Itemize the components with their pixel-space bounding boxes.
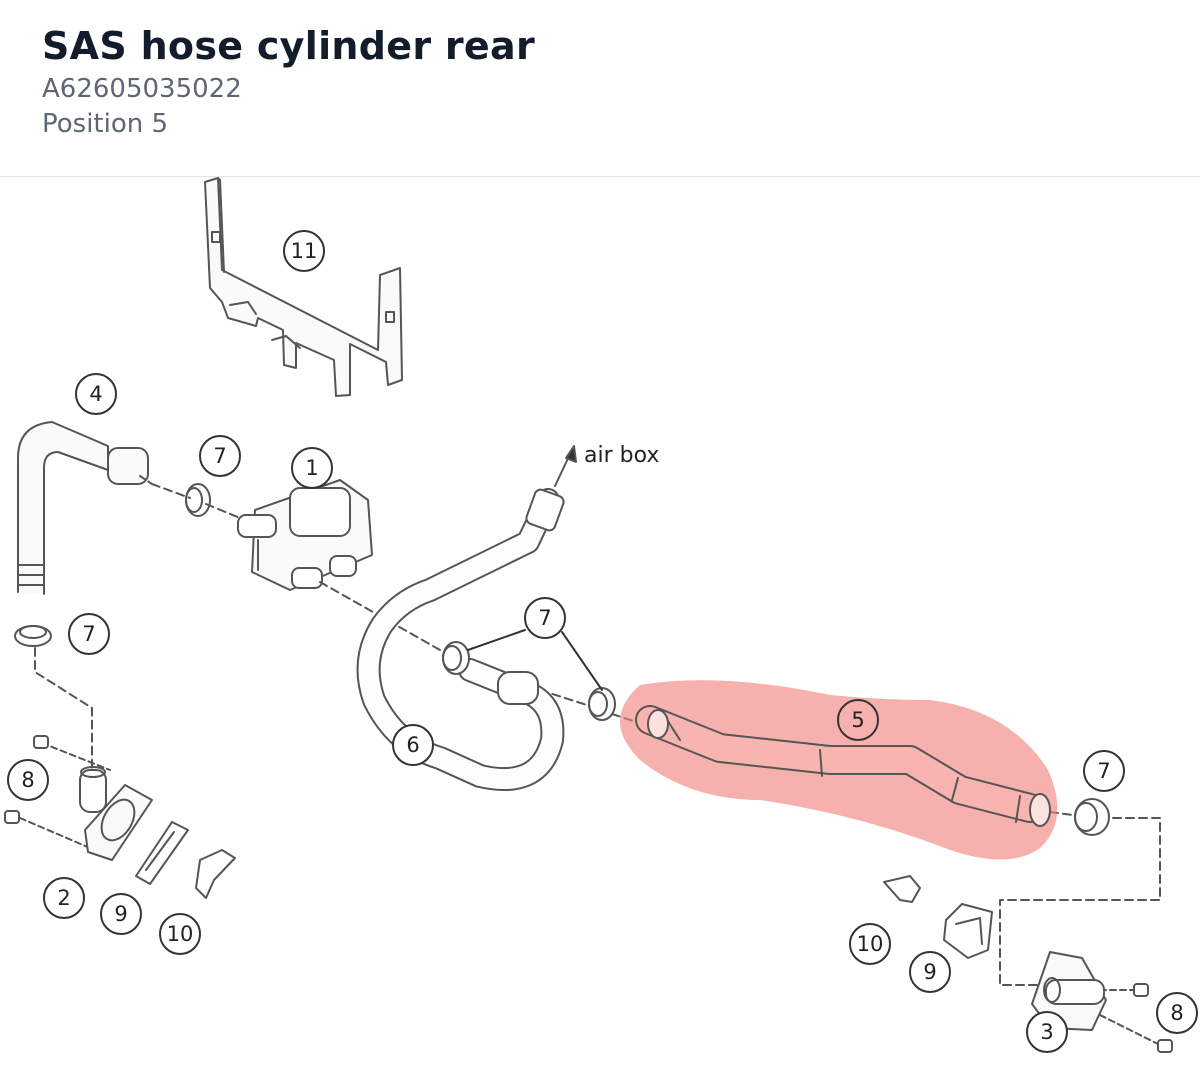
hose-clamp-part-7b[interactable] — [14, 625, 52, 647]
elbow-hose-part-4[interactable] — [17, 421, 153, 595]
callout-9-left[interactable]: 9 — [114, 902, 127, 926]
callout-10-right[interactable]: 10 — [857, 932, 884, 956]
callout-8-left[interactable]: 8 — [21, 768, 34, 792]
air-box-label: air box — [584, 443, 659, 468]
callout-7-middle[interactable]: 7 — [538, 606, 551, 630]
hose-clamp-part-7e[interactable] — [1074, 798, 1110, 836]
callout-8-right[interactable]: 8 — [1170, 1001, 1183, 1025]
hose-clamp-part-7d[interactable] — [588, 687, 616, 721]
callout-10-left[interactable]: 10 — [167, 922, 194, 946]
callout-5[interactable]: 5 — [851, 708, 864, 732]
page-header: SAS hose cylinder rear A62605035022 Posi… — [0, 0, 1200, 177]
bolt-part-8a[interactable] — [4, 735, 49, 824]
sas-hose-part-5-highlight[interactable] — [620, 680, 1058, 860]
reed-valve-part-10b[interactable] — [883, 875, 921, 903]
hose-clamp-part-7a[interactable] — [185, 483, 211, 517]
callout-7-upper[interactable]: 7 — [213, 444, 226, 468]
reed-valve-cover-part-3[interactable] — [1031, 951, 1107, 1031]
bracket-part-11[interactable] — [204, 177, 403, 397]
callout-1[interactable]: 1 — [305, 456, 318, 480]
hose-clamp-part-7c[interactable] — [442, 641, 539, 705]
callout-9-right[interactable]: 9 — [923, 960, 936, 984]
page-title: SAS hose cylinder rear — [42, 24, 535, 68]
callout-6[interactable]: 6 — [406, 733, 419, 757]
callout-3[interactable]: 3 — [1040, 1020, 1053, 1044]
exploded-parts-diagram: 11 4 7 1 7 7 5 7 6 8 2 9 10 10 9 8 3 air… — [0, 177, 1200, 1072]
callout-2[interactable]: 2 — [57, 886, 70, 910]
reed-valve-part-10a[interactable] — [195, 849, 236, 899]
callout-7-right[interactable]: 7 — [1097, 759, 1110, 783]
callout-11[interactable]: 11 — [291, 239, 318, 263]
callout-7-left[interactable]: 7 — [82, 622, 95, 646]
reed-valve-cover-part-2[interactable] — [79, 766, 153, 861]
sas-valve-part-1[interactable] — [237, 479, 373, 591]
gasket-part-9b[interactable] — [943, 903, 993, 959]
part-number: A62605035022 — [42, 74, 242, 104]
bolt-part-8b[interactable] — [1133, 983, 1173, 1053]
position-label: Position 5 — [42, 109, 169, 139]
callout-4[interactable]: 4 — [89, 382, 102, 406]
gasket-part-9a[interactable] — [135, 821, 189, 885]
